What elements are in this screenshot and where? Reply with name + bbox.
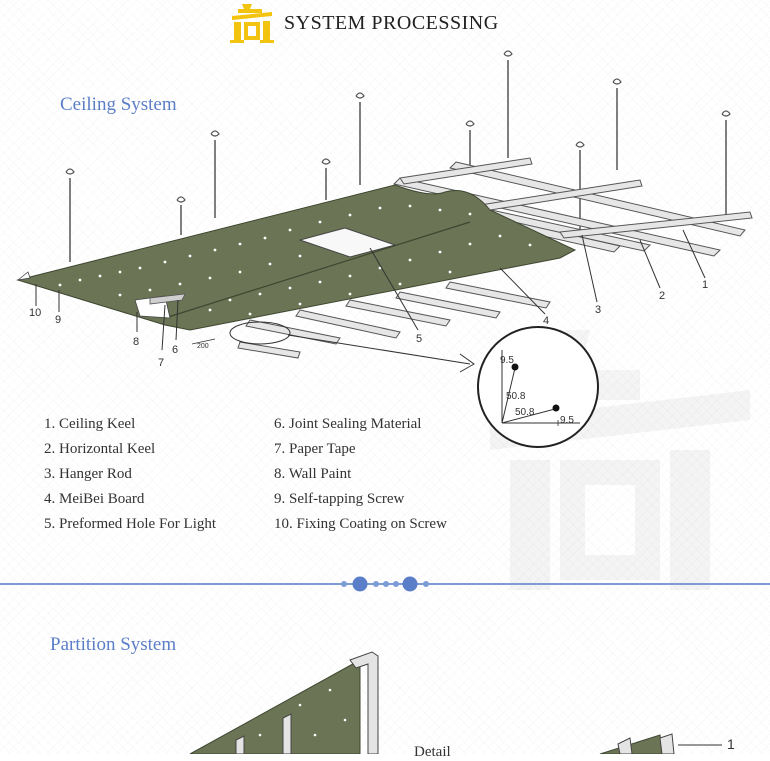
partition-section-title: Partition System <box>50 634 177 655</box>
ceiling-legend-left: 1. Ceiling Keel 2. Horizontal Keel 3. Ha… <box>44 412 216 537</box>
callout-3: 3 <box>595 304 601 316</box>
callout-9: 9 <box>55 314 61 326</box>
callout-2: 2 <box>659 290 665 302</box>
partition-detail-label: Detail <box>414 744 451 760</box>
legend-item: 4. MeiBei Board <box>44 491 145 507</box>
detail-dim-b: 50.8 <box>506 391 526 402</box>
legend-item: 5. Preformed Hole For Light <box>44 516 217 532</box>
callout-1: 1 <box>702 279 708 291</box>
ceiling-section-title: Ceiling System <box>60 94 177 115</box>
callout-6: 6 <box>172 344 178 356</box>
legend-item: 10. Fixing Coating on Screw <box>274 516 447 532</box>
legend-item: 2. Horizontal Keel <box>44 441 156 457</box>
callout-10: 10 <box>29 307 41 319</box>
legend-item: 7. Paper Tape <box>274 441 356 457</box>
ceiling-legend-right: 6. Joint Sealing Material 7. Paper Tape … <box>274 412 447 537</box>
callout-8: 8 <box>133 336 139 348</box>
callout-5: 5 <box>416 333 422 345</box>
brand-logo-icon <box>230 4 274 43</box>
callout-leaders <box>35 229 706 351</box>
dimension-label: 200 <box>197 343 209 350</box>
detail-dim-c: 50.8 <box>515 407 535 418</box>
keel-detail-circle: 9.5 50.8 50.8 9.5 <box>477 326 599 448</box>
legend-item: 1. Ceiling Keel <box>44 416 136 432</box>
page-header: SYSTEM PROCESSING <box>228 0 499 46</box>
legend-item: 8. Wall Paint <box>274 466 352 482</box>
legend-item: 6. Joint Sealing Material <box>274 416 422 432</box>
self-tapping-screws <box>58 204 532 316</box>
meibei-board <box>16 184 577 331</box>
divider-dots <box>341 576 429 592</box>
ceiling-diagram: 1 2 3 4 5 6 7 8 9 10 200 9.5 50.8 50.8 9… <box>16 50 753 448</box>
detail-dim-d: 9.5 <box>560 415 574 426</box>
legend-item: 9. Self-tapping Screw <box>274 491 405 507</box>
callout-4: 4 <box>543 315 549 327</box>
legend-item: 3. Hanger Rod <box>44 466 132 482</box>
detail-dim-a: 9.5 <box>500 355 514 366</box>
callout-7: 7 <box>158 357 164 369</box>
partition-callout-1: 1 <box>727 736 735 752</box>
page-title: SYSTEM PROCESSING <box>284 11 499 34</box>
